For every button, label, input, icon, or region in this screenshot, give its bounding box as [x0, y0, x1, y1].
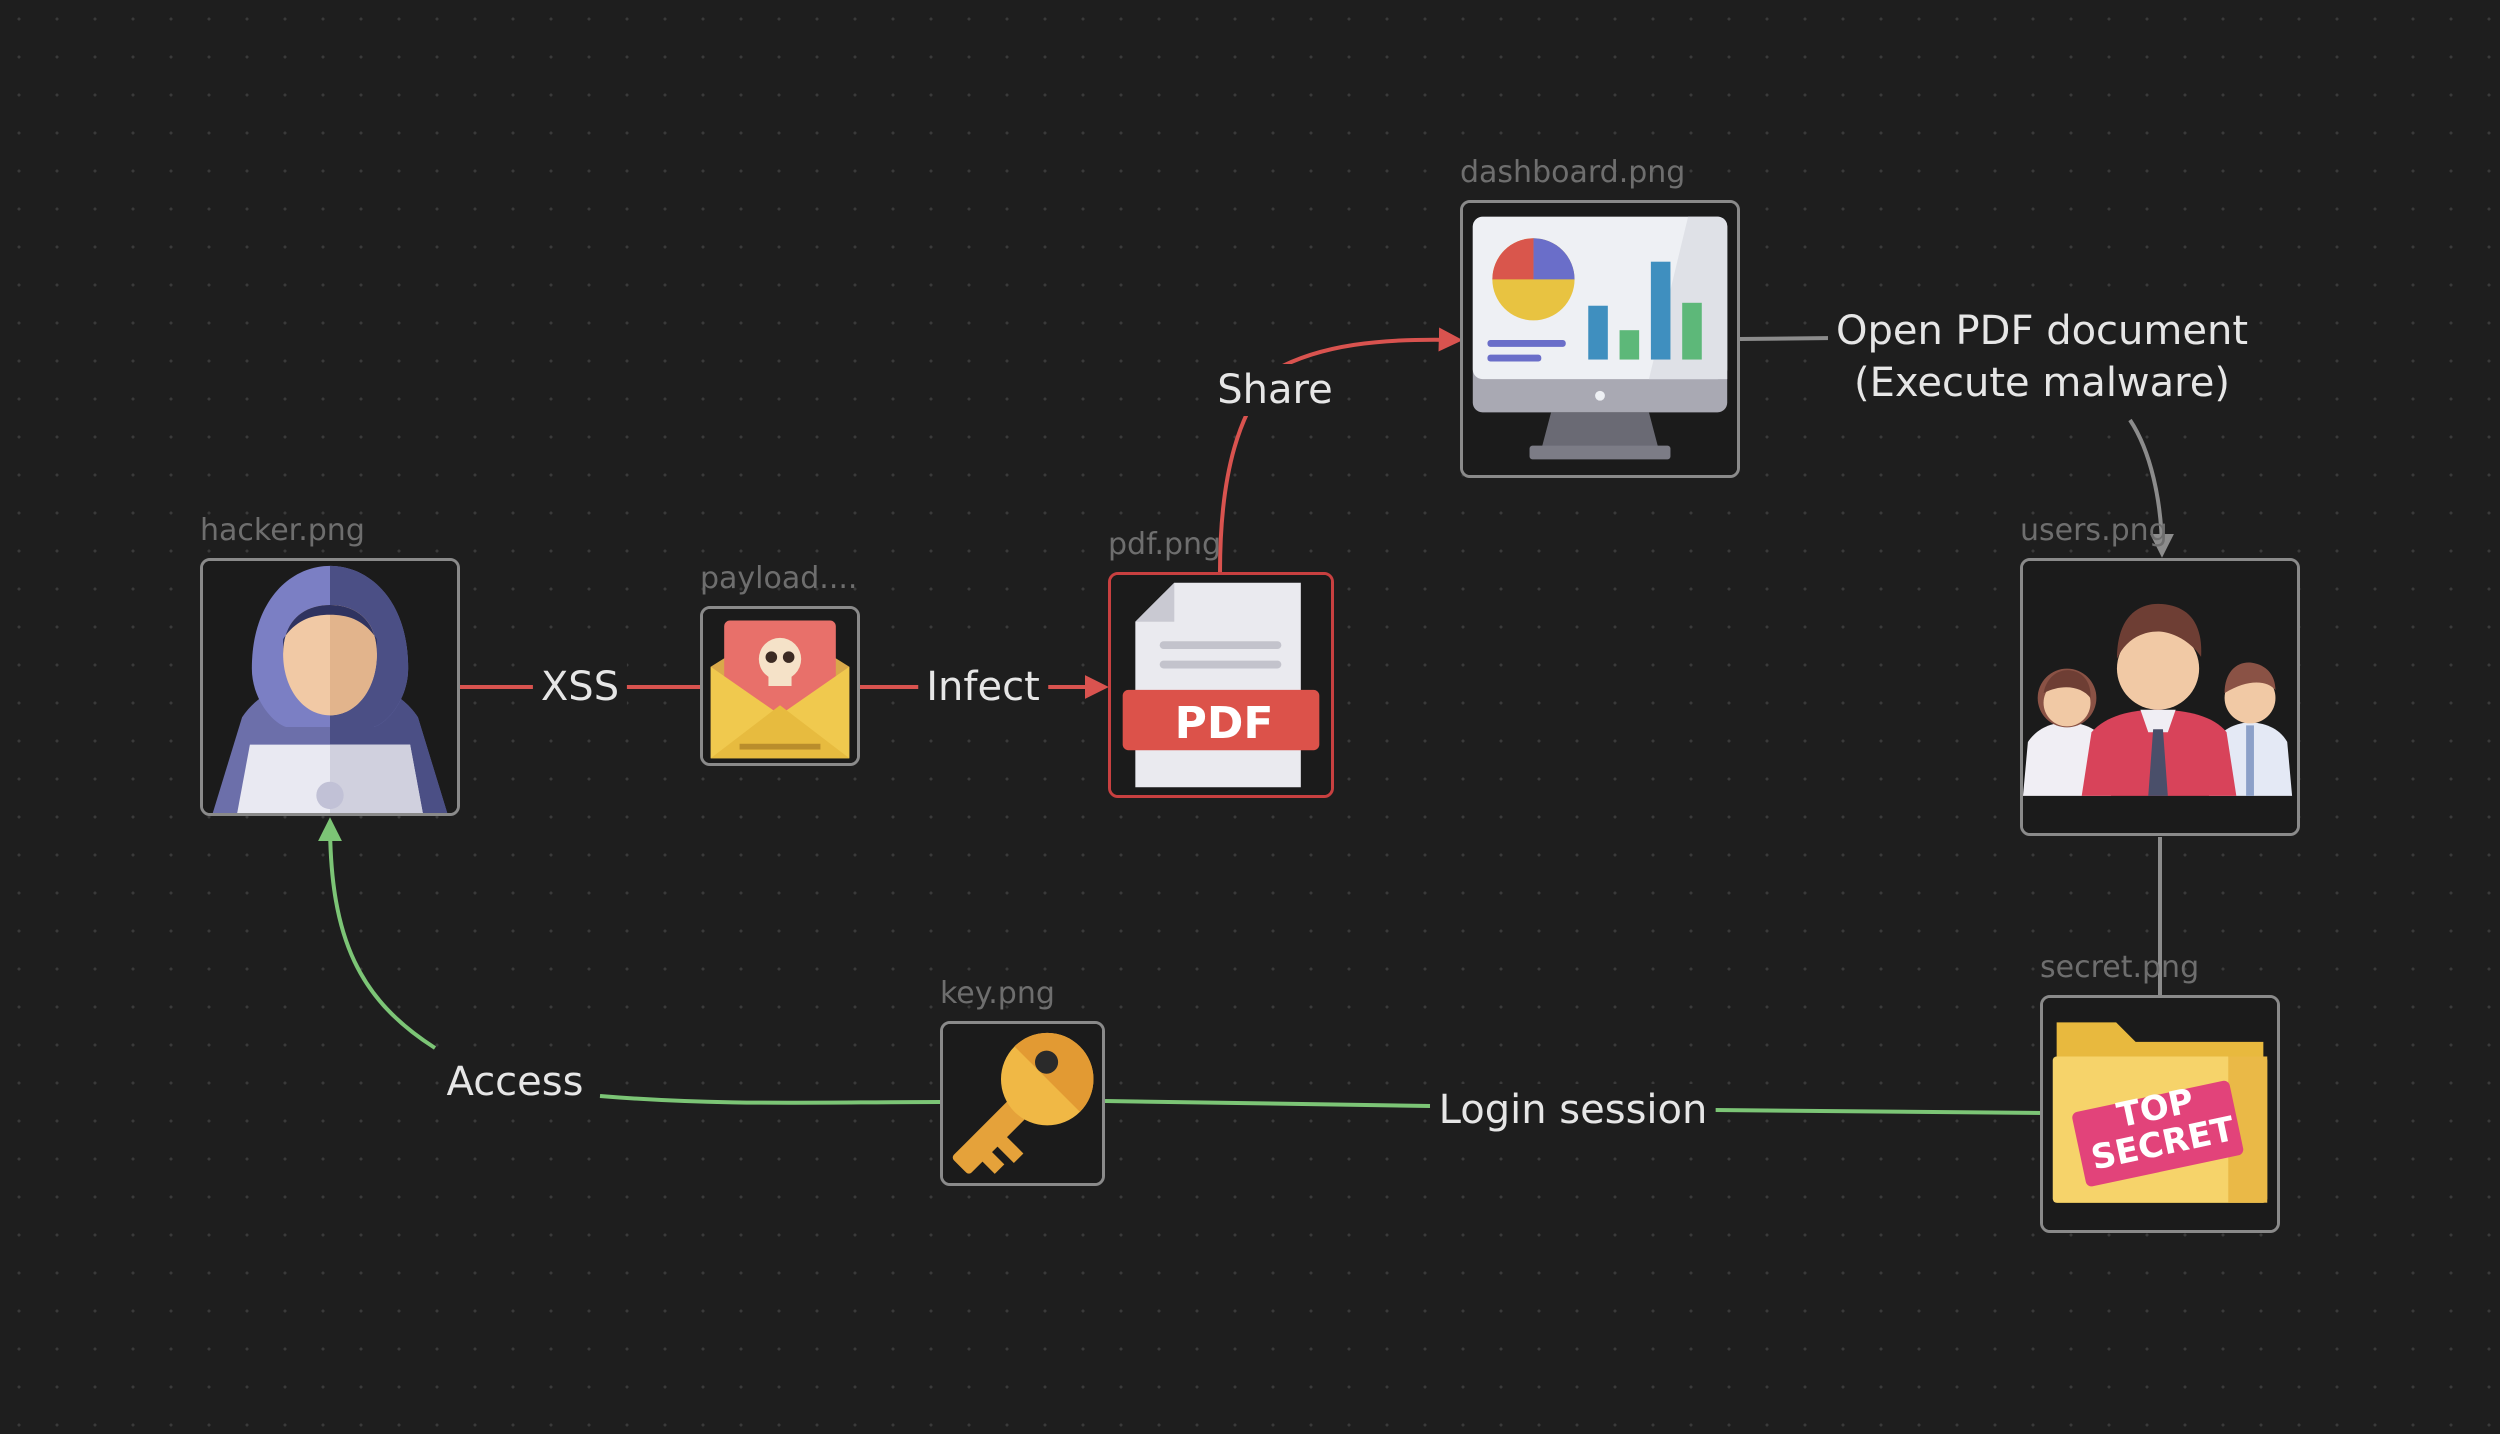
node-dashboard[interactable]: dashboard.png [1460, 155, 1740, 478]
node-caption: users.png [2020, 513, 2168, 548]
edge-label-share[interactable]: Share [1209, 364, 1341, 416]
dashboard-monitor-icon [1463, 203, 1737, 475]
node-pdf[interactable]: pdf.png PDF [1108, 527, 1334, 798]
pdf-badge-text: PDF [1174, 698, 1274, 749]
edge-login-session[interactable] [1104, 1099, 2045, 1115]
users-group-icon [2023, 561, 2297, 833]
edge-label-xss[interactable]: XSS [532, 661, 628, 713]
node-caption: payload.... [700, 561, 858, 596]
node-secret[interactable]: secret.png TOP SECRET [2040, 950, 2280, 1233]
key-icon [943, 1024, 1102, 1183]
edge-open-pdf[interactable] [1739, 336, 2162, 553]
node-key[interactable]: key.png [940, 976, 1105, 1186]
edge-label-access[interactable]: Access [438, 1056, 592, 1108]
edge-access[interactable] [330, 822, 941, 1105]
node-caption: hacker.png [200, 513, 365, 548]
node-users[interactable]: users.png [2020, 513, 2300, 836]
edge-label-login-session[interactable]: Login session [1430, 1084, 1716, 1136]
top-secret-folder-icon [2043, 998, 2277, 1230]
node-caption: pdf.png [1108, 527, 1222, 562]
malicious-email-icon [703, 609, 857, 763]
pdf-document-icon [1111, 575, 1331, 795]
node-caption: dashboard.png [1460, 155, 1686, 190]
node-caption: secret.png [2040, 950, 2200, 985]
hacker-icon [203, 561, 457, 813]
node-hacker[interactable]: hacker.png [200, 513, 460, 816]
node-caption: key.png [940, 976, 1055, 1011]
edge-label-infect[interactable]: Infect [918, 661, 1048, 713]
edge-label-open-pdf[interactable]: Open PDF document (Execute malware) [1827, 305, 2257, 409]
node-payload[interactable]: payload.... [700, 561, 860, 766]
